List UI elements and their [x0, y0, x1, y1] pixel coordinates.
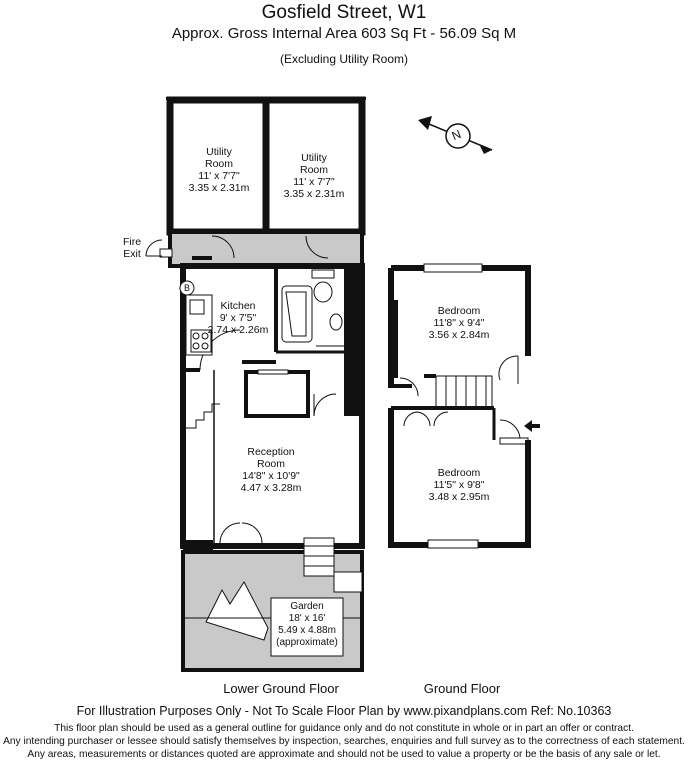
compass-icon — [418, 116, 493, 154]
kitchen-label: Kitchen 9' x 7'5" 2.74 x 2.26m — [207, 300, 269, 336]
ground-floor-label: Ground Floor — [423, 681, 501, 696]
bedroom-2-label: Bedroom 11'5" x 9'8" 3.48 x 2.95m — [428, 467, 490, 503]
fire-exit-label: Fire Exit — [122, 236, 142, 260]
boiler-symbol: B — [183, 283, 190, 293]
gross-area-text: Approx. Gross Internal Area 603 Sq Ft - … — [171, 25, 517, 42]
footer-disclaimer-line-2: Any intending purchaser or lessee should… — [3, 736, 685, 747]
footer-disclaimer-line-1: This floor plan should be used as a gene… — [54, 723, 634, 734]
bedroom-1-label: Bedroom 11'8" x 9'4" 3.56 x 2.84m — [428, 305, 490, 341]
corridor — [168, 230, 364, 268]
utility-room-2-label: Utility Room 11' x 7'7" 3.35 x 2.31m — [283, 152, 345, 200]
reception-room-label: Reception Room 14'8" x 10'9" 4.47 x 3.28… — [240, 446, 302, 494]
exclusion-note: (Excluding Utility Room) — [279, 52, 409, 66]
lower-ground-floor-label: Lower Ground Floor — [223, 681, 339, 696]
footer-disclaimer-main: For Illustration Purposes Only - Not To … — [76, 704, 612, 718]
footer-disclaimer-line-3: Any areas, measurements or distances quo… — [27, 749, 661, 760]
garden-label: Garden 18' x 16' 5.49 x 4.88m (approxima… — [276, 601, 338, 648]
entrance-arrow-icon — [524, 420, 540, 432]
page-title: Gosfield Street, W1 — [261, 2, 427, 23]
utility-room-1-label: Utility Room 11' x 7'7" 3.35 x 2.31m — [188, 146, 250, 194]
